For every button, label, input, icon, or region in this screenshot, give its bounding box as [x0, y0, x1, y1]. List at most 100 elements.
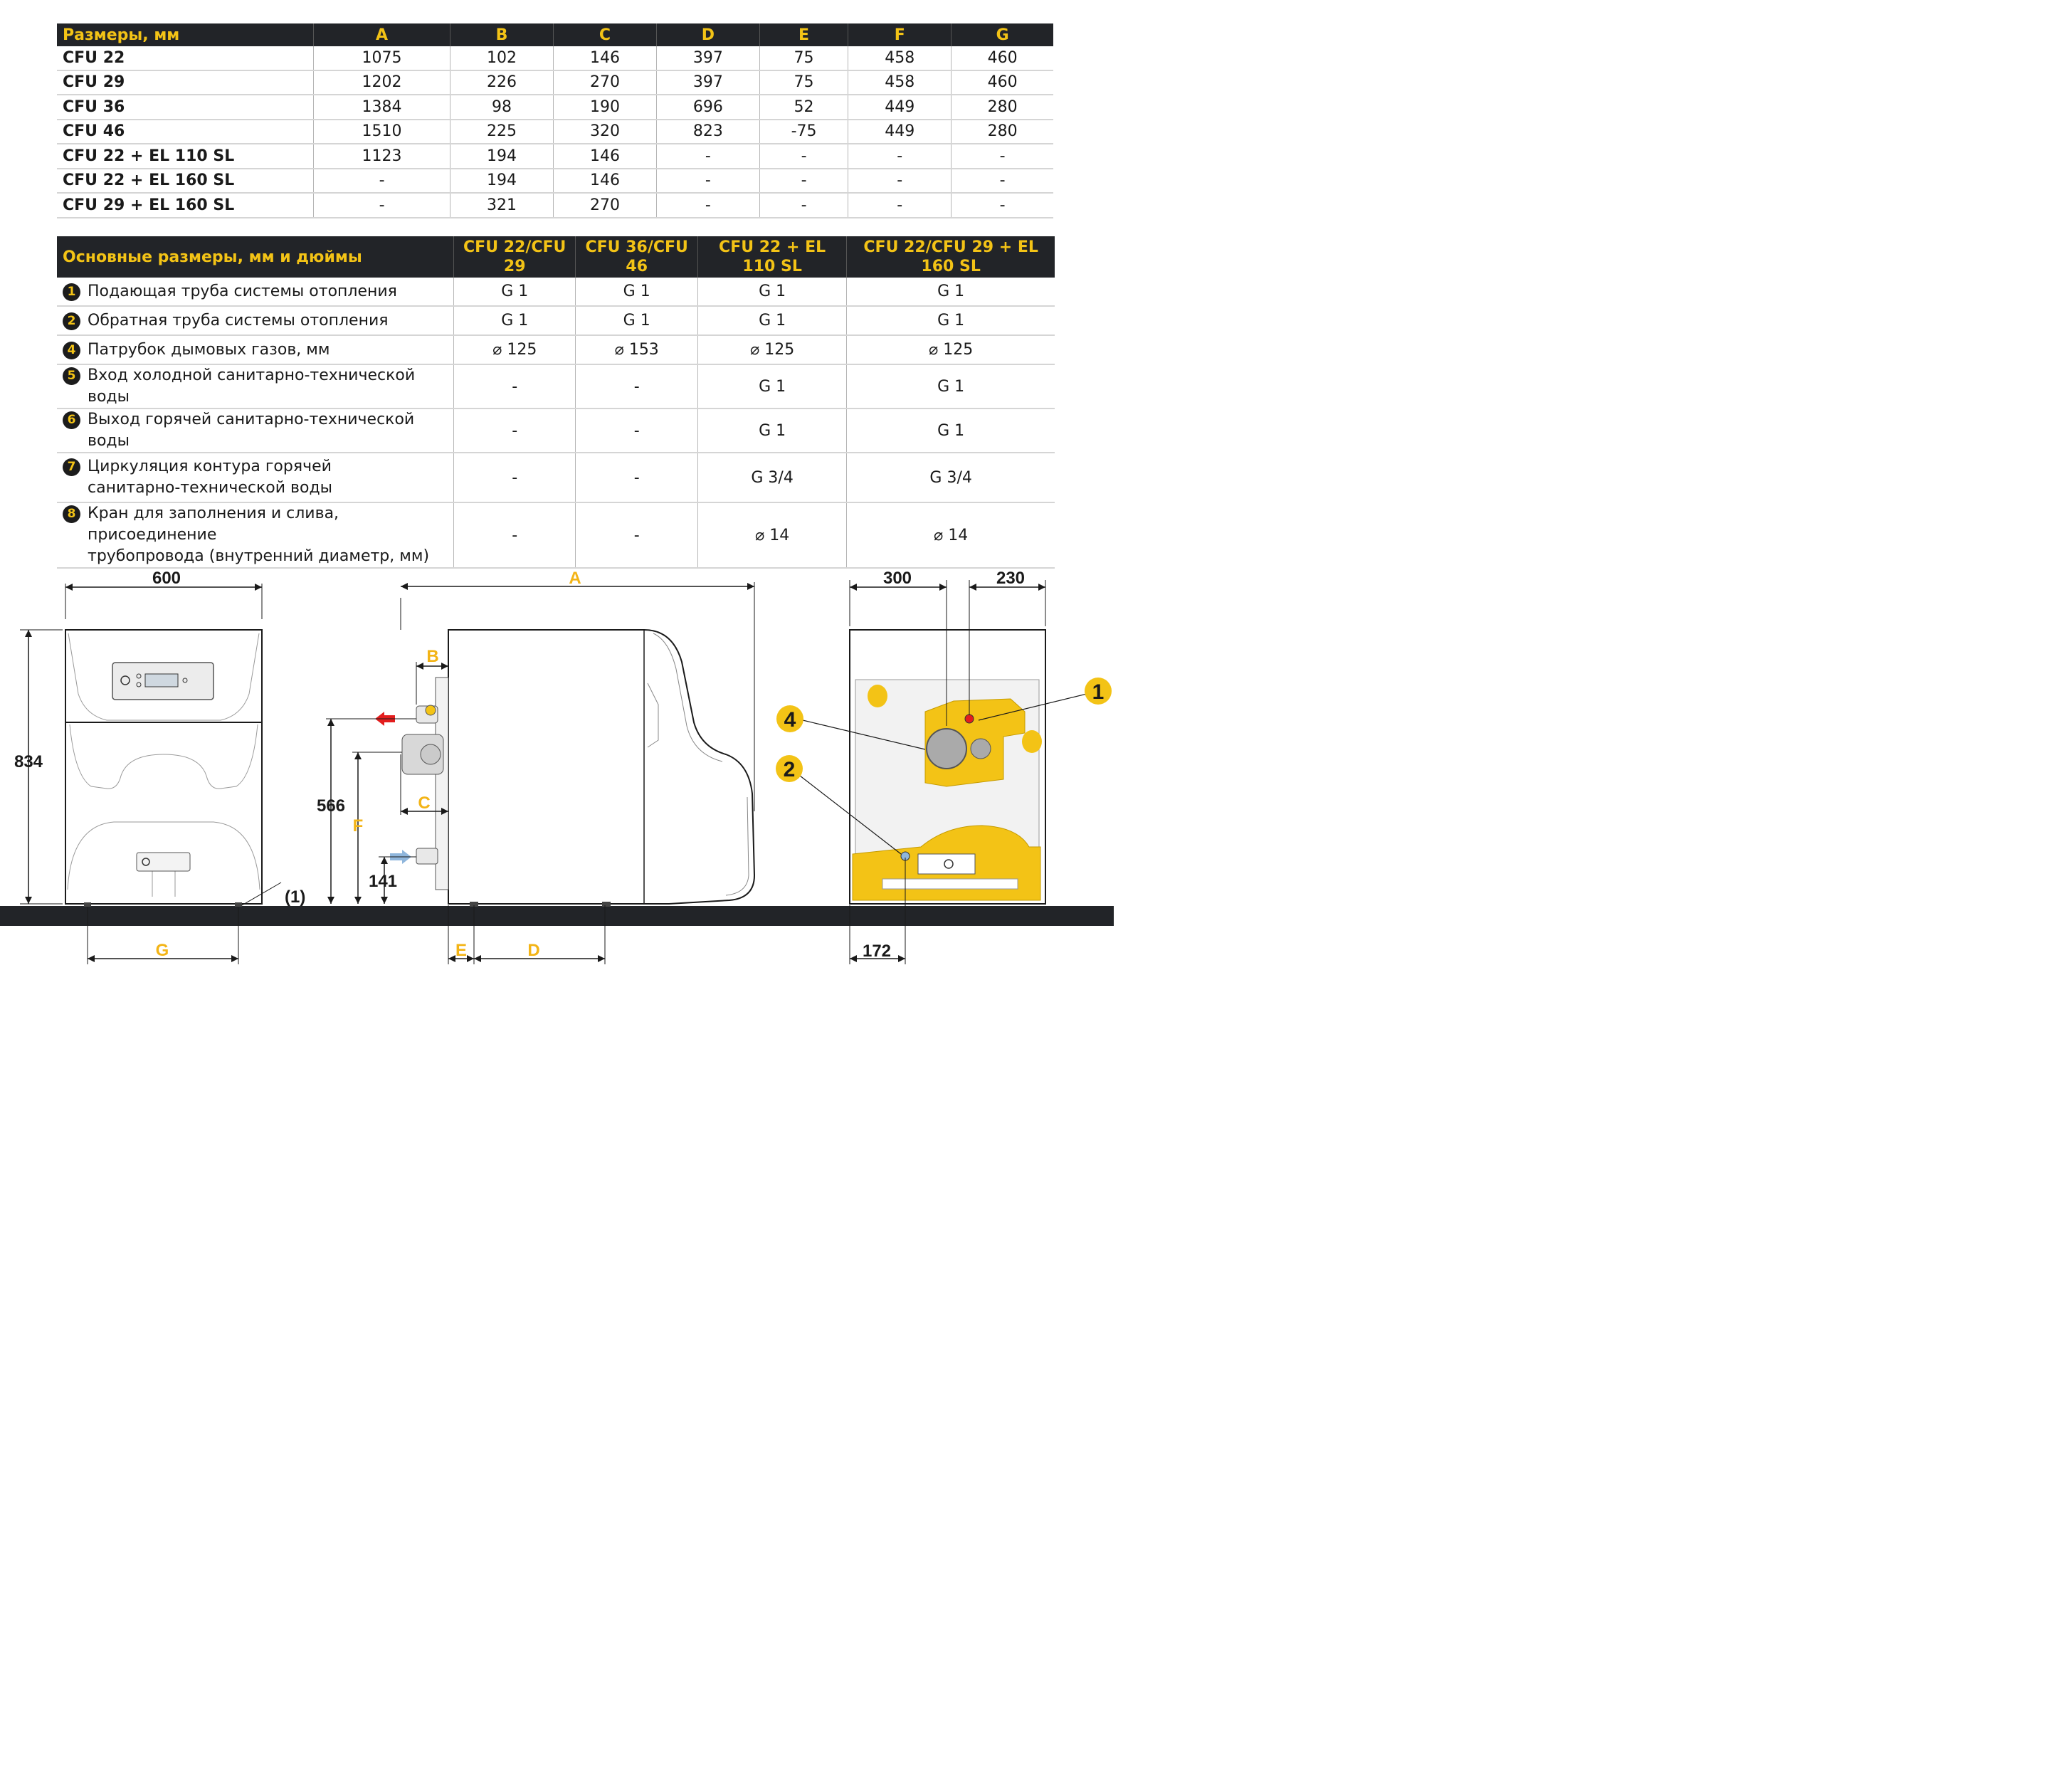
table-cell: G 1	[575, 306, 698, 336]
table-cell: 320	[553, 119, 657, 144]
header-cell: CFU 22 + EL 110 SL	[697, 236, 848, 278]
table-cell: -	[759, 193, 849, 218]
connection-description-line: Патрубок дымовых газов, мм	[88, 340, 330, 359]
flue-outlet	[926, 728, 967, 769]
model-name-cell: CFU 36	[57, 95, 314, 120]
table-cell: G 1	[697, 409, 848, 453]
table-cell: 146	[553, 144, 657, 169]
table-cell: 449	[848, 119, 952, 144]
dim-label-172: 172	[863, 942, 891, 961]
table-cell: G 1	[697, 306, 848, 336]
button-icon	[182, 678, 188, 683]
table-cell: -	[453, 409, 576, 453]
connections-table-header: Основные размеры, мм и дюймы CFU 22/CFU …	[57, 236, 1055, 278]
table-cell: G 1	[846, 409, 1055, 453]
connection-description-line: Подающая труба системы отопления	[88, 282, 397, 300]
dim-label-300: 300	[883, 569, 912, 588]
table-cell: G 1	[846, 278, 1055, 307]
table-cell: 1123	[313, 144, 451, 169]
table-cell: 226	[450, 70, 554, 95]
dim-label-d: D	[527, 941, 539, 960]
table-cell: ⌀ 153	[575, 335, 698, 365]
table-cell: -	[575, 453, 698, 503]
dim-label-c: C	[418, 794, 430, 813]
floor	[0, 906, 1114, 926]
table-cell: 1075	[313, 46, 451, 71]
callout-2	[776, 755, 803, 782]
dim-label-566: 566	[317, 796, 345, 816]
footnote-label: (1)	[285, 887, 305, 907]
header-cell: CFU 22/CFU 29 + EL 160 SL	[846, 236, 1055, 278]
table-cell: -	[759, 144, 849, 169]
table-cell: G 1	[575, 278, 698, 307]
table-cell: -	[575, 502, 698, 569]
table-cell: 146	[553, 168, 657, 194]
model-name-cell: CFU 46	[57, 119, 314, 144]
header-cell: Основные размеры, мм и дюймы	[57, 236, 454, 278]
connection-description-line: Циркуляция контура горячей	[88, 458, 332, 475]
connection-description-line: санитарно-технической воды	[88, 479, 333, 497]
table-cell: ⌀ 125	[846, 335, 1055, 365]
connection-number-badge: 2	[63, 312, 80, 330]
table-cell: 321	[450, 193, 554, 218]
table-cell: 1510	[313, 119, 451, 144]
rear-view: 300 230 172 1 4 2	[776, 569, 1112, 964]
table-cell: 146	[553, 46, 657, 71]
table-cell: ⌀ 14	[846, 502, 1055, 569]
connection-description-line: Выход горячей санитарно-технической воды	[88, 411, 415, 450]
model-name-cell: CFU 22 + EL 160 SL	[57, 168, 314, 194]
table-cell: ⌀ 14	[697, 502, 848, 569]
table-cell: 52	[759, 95, 849, 120]
table-cell: 696	[656, 95, 760, 120]
dim-label-e: E	[455, 941, 467, 960]
table-cell: G 1	[453, 306, 576, 336]
table-cell: 75	[759, 70, 849, 95]
front-view: 600 834 (1) G	[14, 569, 305, 964]
table-cell: G 1	[846, 306, 1055, 336]
table-cell: -	[656, 193, 760, 218]
connection-number-badge: 1	[63, 283, 80, 301]
callout-1	[1085, 678, 1112, 705]
table-cell: -	[951, 193, 1053, 218]
button-icon	[136, 673, 142, 679]
table-cell: G 3/4	[697, 453, 848, 503]
knob-icon	[120, 675, 130, 685]
table-cell: 397	[656, 46, 760, 71]
connection-number-badge: 8	[63, 505, 80, 523]
dim-label-b: B	[426, 647, 438, 666]
table-cell: -	[656, 144, 760, 169]
table-cell: G 1	[846, 364, 1055, 409]
header-cell: CFU 22/CFU 29	[453, 236, 576, 278]
table-cell: 225	[450, 119, 554, 144]
header-cell: B	[450, 23, 554, 46]
table-cell: -	[575, 364, 698, 409]
table-cell: 75	[759, 46, 849, 71]
connection-description-line: Обратная труба системы отопления	[88, 311, 389, 330]
connection-number-badge: 6	[63, 411, 80, 429]
table-cell: G 1	[697, 278, 848, 307]
table-cell: 1202	[313, 70, 451, 95]
table-cell: -	[848, 144, 952, 169]
table-cell: -	[453, 364, 576, 409]
table-cell: G 1	[697, 364, 848, 409]
model-name-cell: CFU 22 + EL 110 SL	[57, 144, 314, 169]
connection-number-badge: 7	[63, 458, 80, 476]
table-cell: 280	[951, 95, 1053, 120]
table-cell: G 3/4	[846, 453, 1055, 503]
dim-label-a: A	[569, 569, 581, 588]
connection-description-line: трубопровода (внутренний диаметр, мм)	[88, 547, 430, 565]
table-cell: -	[313, 168, 451, 194]
table-cell: -	[759, 168, 849, 194]
table-cell: 270	[553, 193, 657, 218]
